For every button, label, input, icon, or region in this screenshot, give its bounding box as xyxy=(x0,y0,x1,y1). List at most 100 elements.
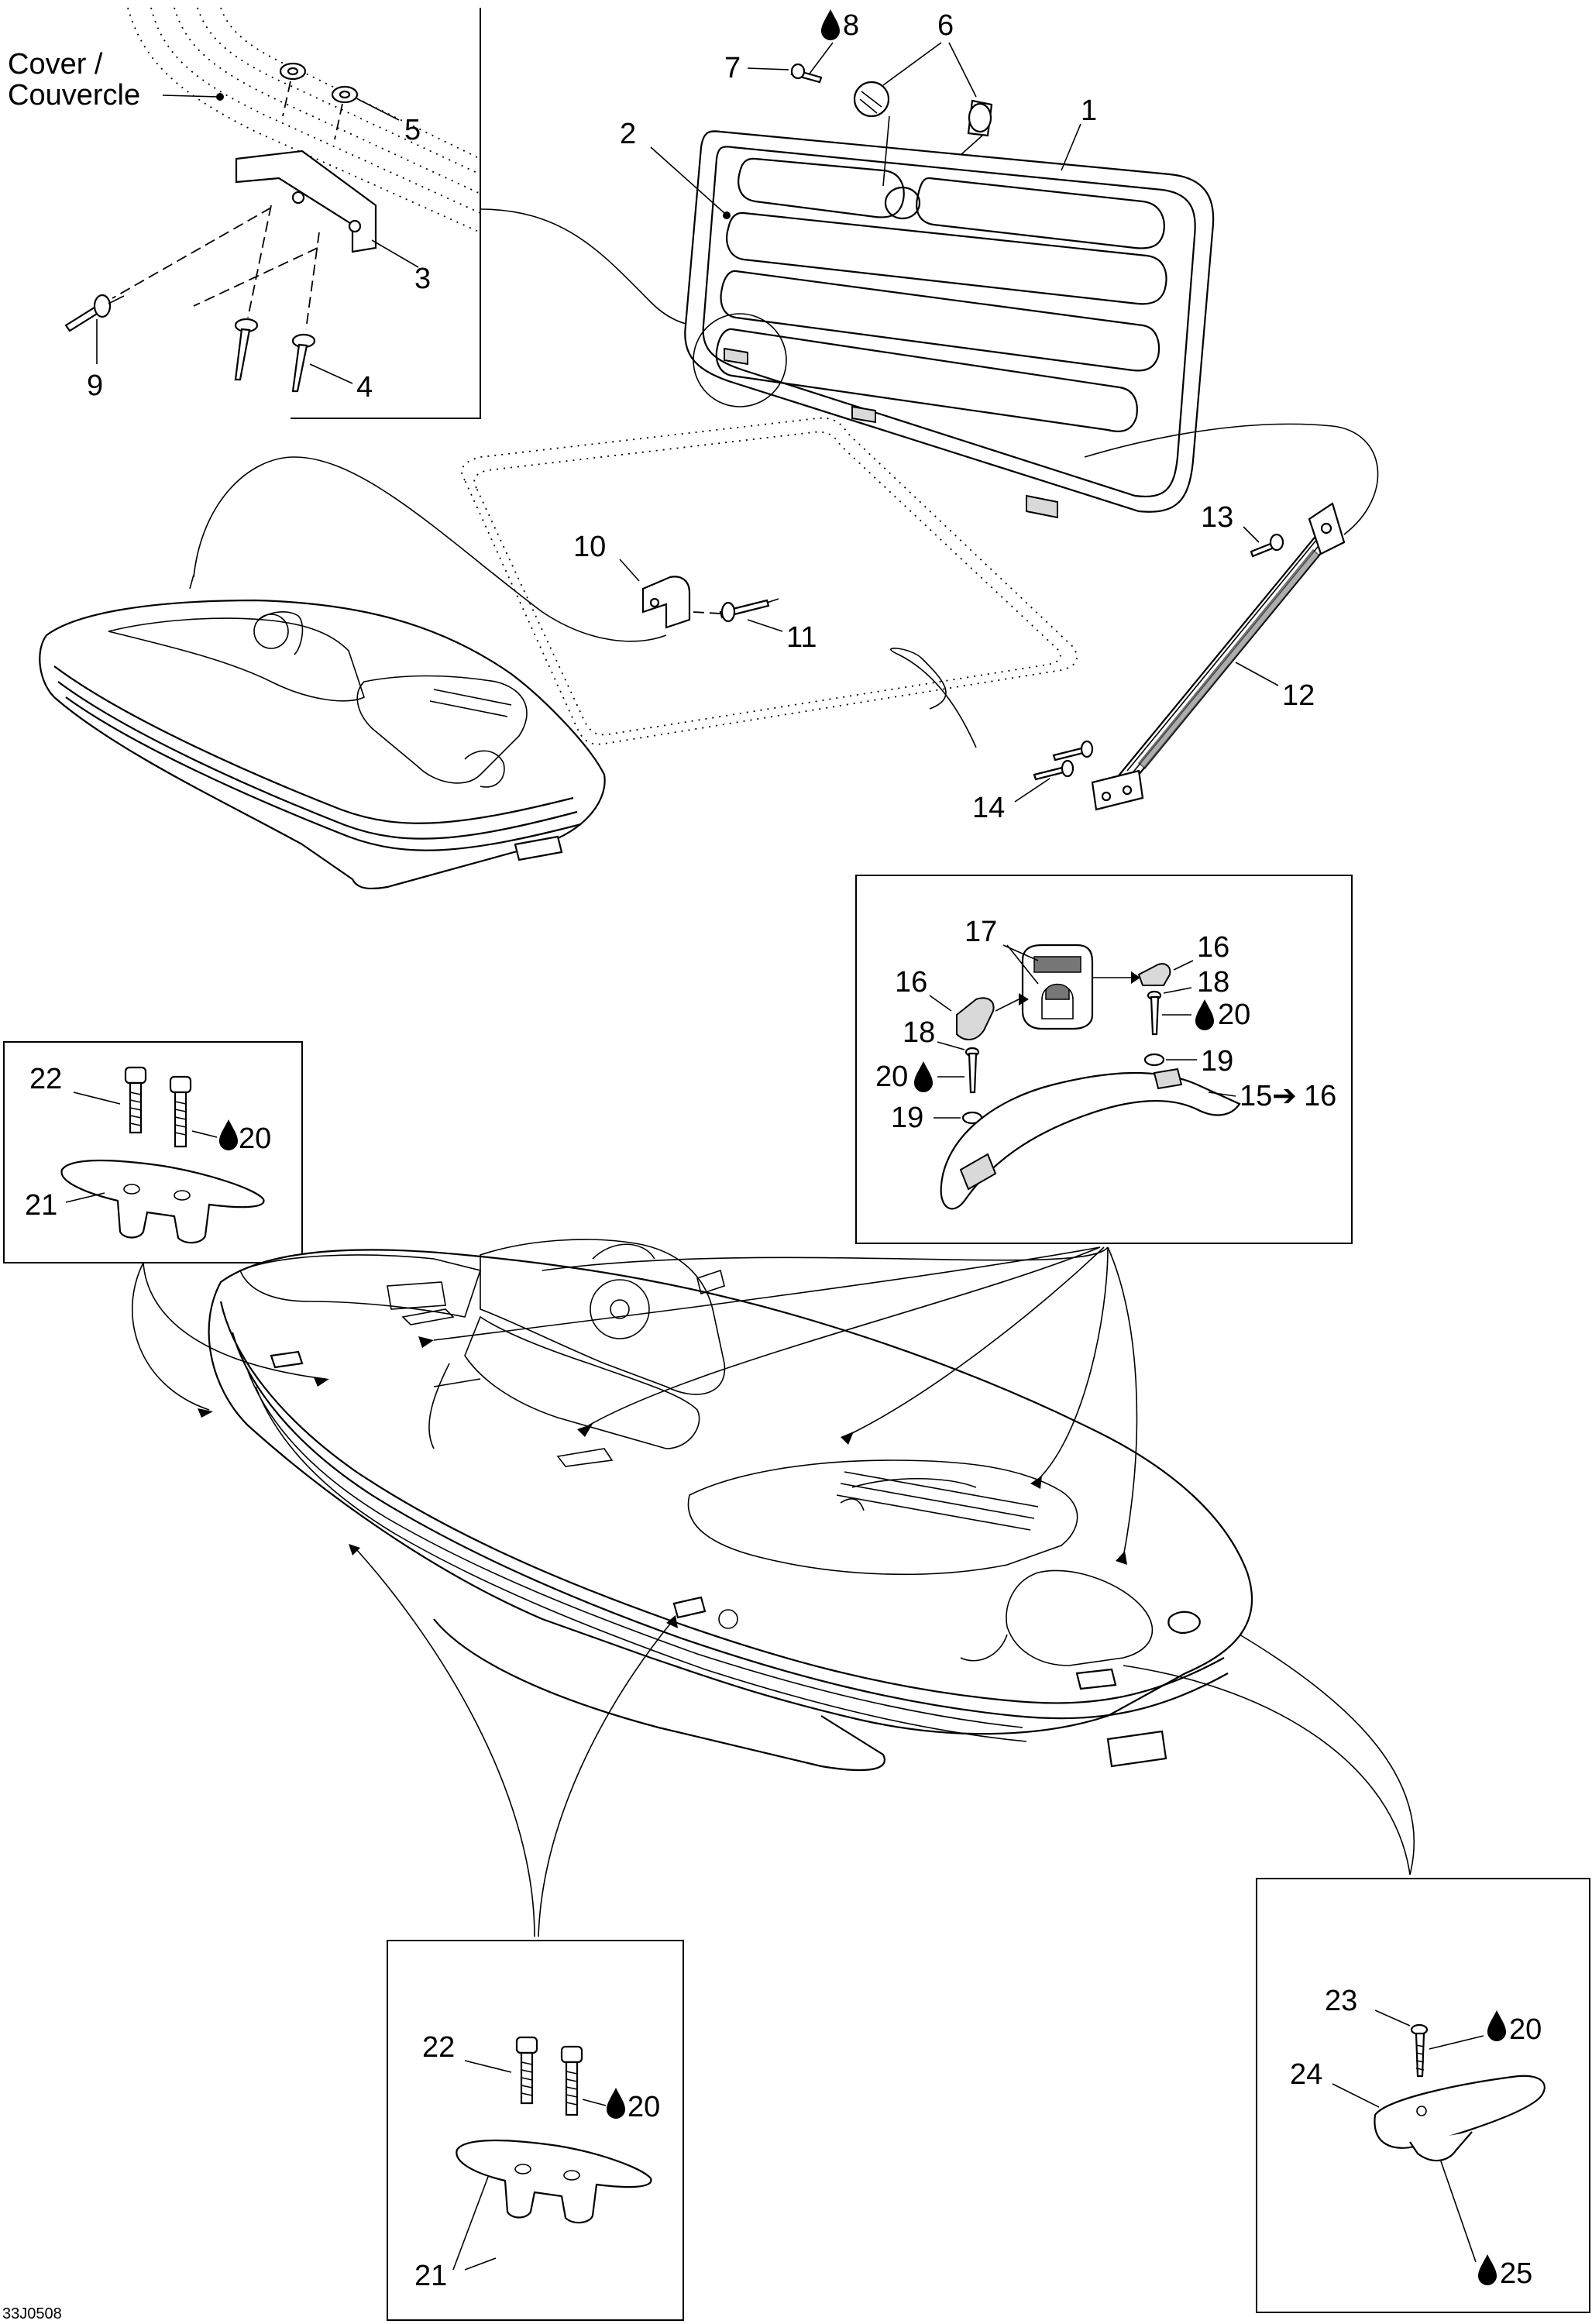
callout-23: 23 xyxy=(1325,1985,1357,2017)
callout-20-cleat-bottom: 20 xyxy=(628,2091,660,2123)
lid-grommet-6b xyxy=(967,99,993,137)
rivet-4b xyxy=(291,333,316,393)
callout-18-left: 18 xyxy=(903,1016,935,1049)
cleat-bow xyxy=(270,1350,304,1369)
cleat-21-bottom xyxy=(456,2139,652,2224)
leader-lines xyxy=(132,1246,1415,1937)
callout-21-bottom: 21 xyxy=(414,2260,447,2292)
bolt-22a xyxy=(124,1066,147,1134)
bolt-22b xyxy=(169,1075,192,1148)
screw-18-right xyxy=(1147,990,1162,1036)
drop-icon xyxy=(1195,999,1214,1030)
boat-overview-large xyxy=(208,1239,1253,1772)
stern-step xyxy=(1106,1730,1167,1768)
rivet-4a xyxy=(234,318,259,381)
gas-spring: 12 13 14 xyxy=(972,423,1379,824)
ski-tow-bracket xyxy=(1075,1668,1117,1690)
detail-frame-top-left xyxy=(291,8,481,419)
bolt-22c xyxy=(515,2036,538,2105)
boat-overview-small xyxy=(39,456,667,890)
storage-lid: 6 7 8 1 2 xyxy=(620,9,1215,519)
callout-2: 2 xyxy=(620,118,636,150)
detail-frame-ski-tow xyxy=(1256,1878,1590,2313)
callout-10: 10 xyxy=(573,531,606,563)
ski-tow-bracket-24 xyxy=(1374,2075,1546,2162)
callout-20-cleat-left: 20 xyxy=(239,1122,271,1155)
callout-14: 14 xyxy=(972,792,1005,824)
callout-19-right: 19 xyxy=(1201,1045,1233,1078)
storage-opening: 10 11 xyxy=(461,417,1078,748)
callout-6: 6 xyxy=(937,9,954,42)
upper-bracket xyxy=(1308,502,1346,555)
detail-frame-handle xyxy=(855,875,1353,1244)
figure-code: 33J0508 xyxy=(2,2305,62,2322)
lid-grommet-6a xyxy=(853,81,890,118)
callout-15-ref: 16 xyxy=(1304,1080,1336,1112)
callout-3: 3 xyxy=(414,263,431,295)
cleat-detail-bottom: 22 20 21 xyxy=(387,1940,684,2321)
drop-icon xyxy=(607,2088,625,2119)
cover-outline xyxy=(127,7,481,233)
callout-22-bottom: 22 xyxy=(422,2031,455,2064)
steering-wheel-icon xyxy=(590,1279,650,1339)
callout-5: 5 xyxy=(404,114,421,146)
callout-24: 24 xyxy=(1290,2058,1322,2091)
rivet-13 xyxy=(1250,533,1284,558)
leader-dot xyxy=(216,93,224,101)
detail-frame-cleat-left xyxy=(3,1041,303,1263)
cover-label-french: Couvercle xyxy=(8,79,140,112)
drop-icon xyxy=(1487,2010,1506,2041)
cover-label: Cover / xyxy=(8,48,103,81)
cleat-side xyxy=(672,1596,707,1619)
callout-7: 7 xyxy=(724,52,741,84)
screw-23 xyxy=(1410,2023,1429,2078)
screw-7 xyxy=(790,63,823,84)
drop-icon xyxy=(219,1119,238,1150)
callout-8: 8 xyxy=(843,9,859,42)
label-plate-17 xyxy=(1021,944,1094,1030)
callout-13: 13 xyxy=(1201,501,1233,534)
cover-hinge-detail: Cover / Couvercle 5 3 4 xyxy=(8,7,481,419)
cap-16-left xyxy=(956,997,995,1040)
callout-20-right: 20 xyxy=(1218,999,1250,1031)
callout-4: 4 xyxy=(356,371,373,404)
lower-bracket xyxy=(1091,769,1144,811)
small-hull xyxy=(39,599,606,890)
rivet-14b xyxy=(1052,740,1094,761)
hull-keel xyxy=(433,1618,885,1772)
callout-11: 11 xyxy=(786,621,817,654)
callout-21-left: 21 xyxy=(25,1189,57,1222)
cap-16-right xyxy=(1137,963,1171,986)
callout-19-left: 19 xyxy=(891,1102,923,1134)
drop-icon xyxy=(821,9,840,40)
bolt-22d xyxy=(560,2045,583,2116)
washer-19-right xyxy=(1143,1053,1165,1067)
arrow-icon: ➔ xyxy=(1272,1080,1297,1112)
detail-frame-cleat-bottom xyxy=(387,1940,684,2321)
cleat-detail-left: 22 20 21 xyxy=(3,1041,303,1263)
grab-handle-15 xyxy=(940,1067,1241,1210)
callout-25: 25 xyxy=(1500,2257,1532,2290)
callout-16-right: 16 xyxy=(1197,931,1229,964)
cleat-21-left xyxy=(60,1159,265,1244)
drop-icon xyxy=(1478,2254,1497,2285)
hinge-bracket-10 xyxy=(641,576,691,629)
callout-16-left: 16 xyxy=(895,966,927,999)
ski-tow-detail: 23 20 24 25 xyxy=(1256,1878,1590,2313)
callout-22-left: 22 xyxy=(29,1063,62,1095)
rivet-9 xyxy=(64,294,125,332)
drop-icon xyxy=(914,1061,933,1092)
callout-18-right: 18 xyxy=(1197,966,1229,999)
lid-outer xyxy=(684,130,1215,513)
callout-9: 9 xyxy=(87,370,103,402)
callout-20-left: 20 xyxy=(875,1061,908,1093)
callout-20-ski-tow: 20 xyxy=(1509,2013,1542,2046)
rivet-11 xyxy=(719,598,779,623)
large-hull xyxy=(208,1249,1253,1735)
rivet-14a xyxy=(1033,759,1075,781)
callout-12: 12 xyxy=(1282,679,1315,712)
callout-17: 17 xyxy=(964,916,997,948)
grab-handle-detail: 17 16 16 18 18 20 2 xyxy=(855,875,1353,1244)
callout-1: 1 xyxy=(1081,95,1097,127)
